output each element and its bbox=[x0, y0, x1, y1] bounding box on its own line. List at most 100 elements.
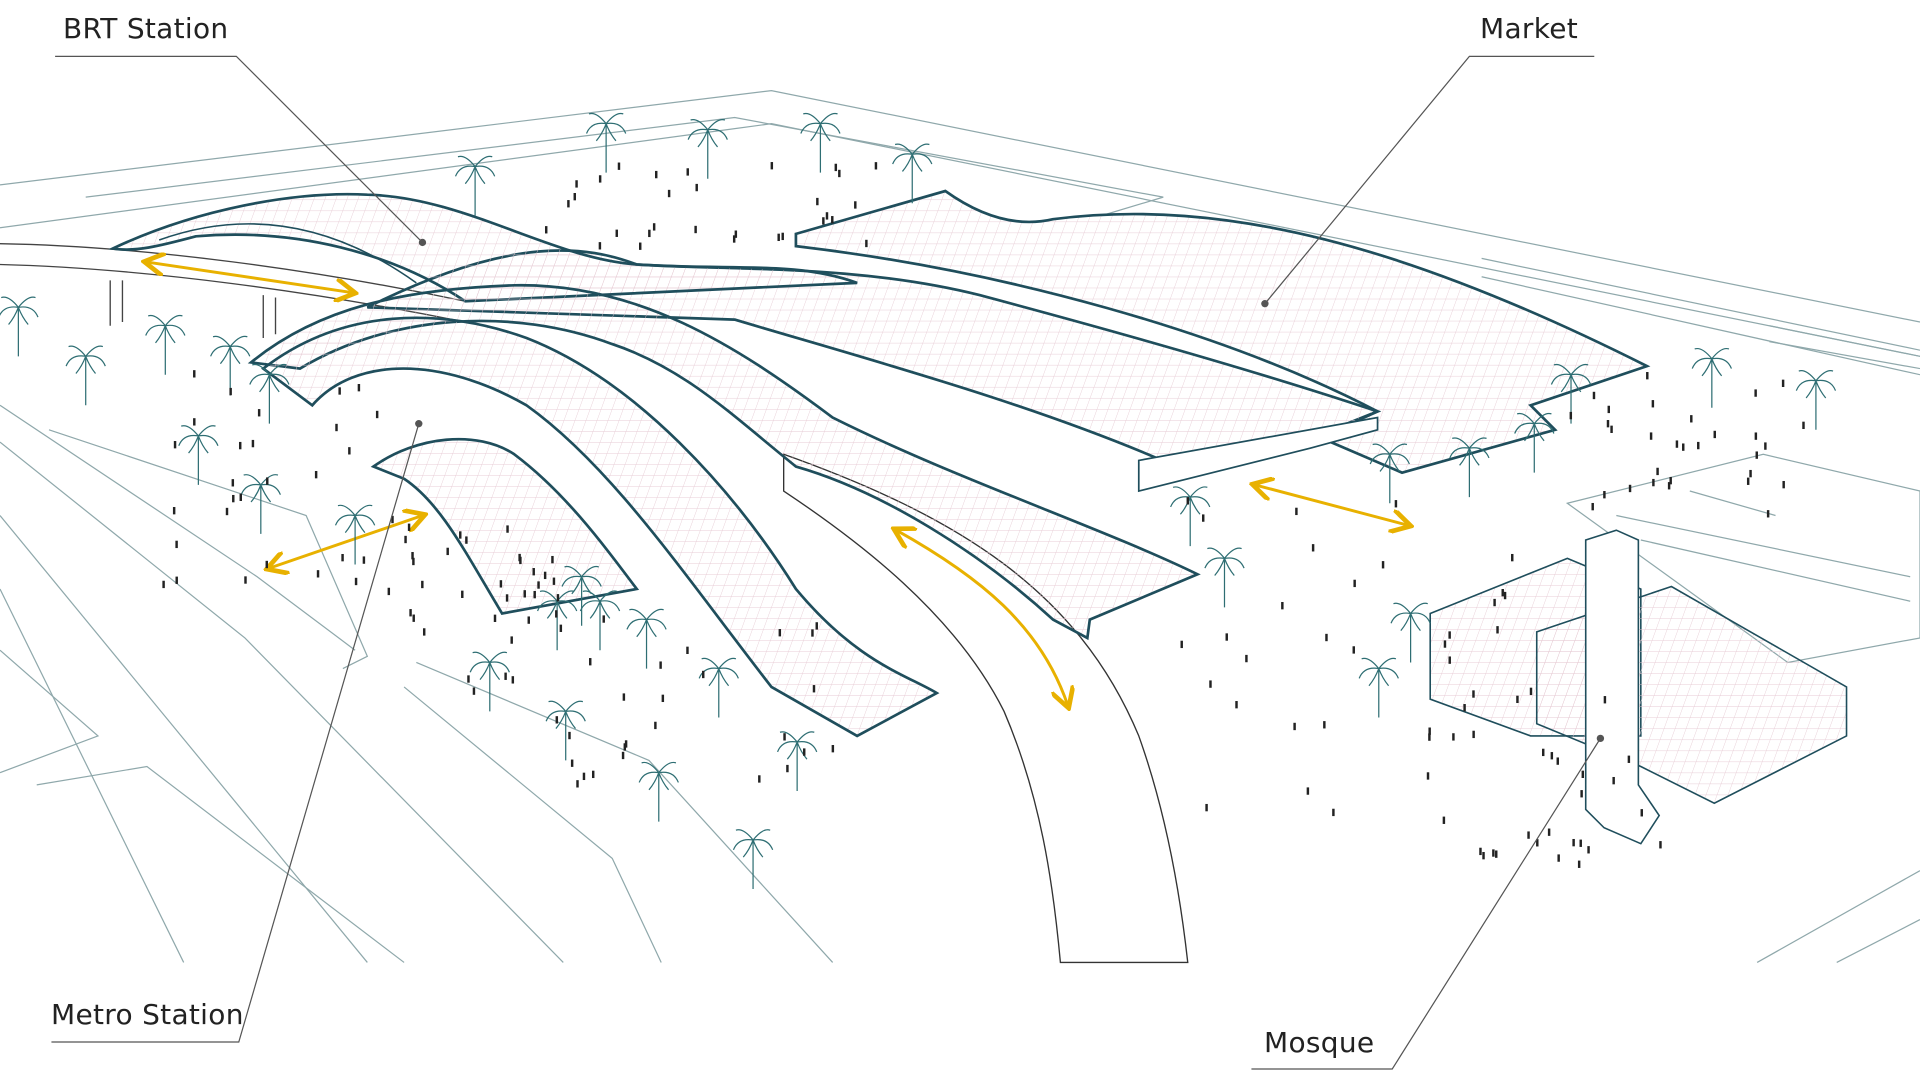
person-figure bbox=[362, 556, 366, 564]
person-figure bbox=[734, 230, 738, 238]
person-figure bbox=[777, 233, 780, 242]
person-figure bbox=[1479, 847, 1482, 856]
person-figure bbox=[338, 387, 341, 395]
person-figure bbox=[499, 580, 503, 588]
person-figure bbox=[661, 694, 665, 703]
person-figure bbox=[391, 515, 394, 524]
person-figure bbox=[1306, 787, 1310, 795]
person-figure bbox=[622, 693, 626, 701]
person-figure bbox=[1682, 443, 1685, 451]
person-figure bbox=[1443, 640, 1447, 648]
person-figure bbox=[506, 525, 509, 533]
person-figure bbox=[1755, 451, 1758, 459]
person-figure bbox=[1493, 598, 1496, 607]
person-figure bbox=[1186, 497, 1190, 505]
person-figure bbox=[555, 610, 558, 618]
central-roof bbox=[247, 283, 1201, 738]
palm-tree-icon bbox=[892, 143, 933, 204]
person-figure bbox=[552, 577, 556, 585]
palm-trees bbox=[0, 112, 1837, 889]
brt-station-roof bbox=[108, 192, 858, 303]
person-figure bbox=[1569, 411, 1573, 420]
person-figure bbox=[1603, 491, 1606, 499]
person-figure bbox=[1442, 816, 1446, 824]
person-figure bbox=[655, 170, 658, 179]
person-figure bbox=[1646, 372, 1649, 380]
person-figure bbox=[225, 507, 229, 516]
person-figure bbox=[1572, 838, 1575, 847]
person-figure bbox=[257, 409, 261, 417]
person-figure bbox=[404, 535, 407, 544]
person-figure bbox=[758, 775, 761, 783]
person-figure bbox=[467, 675, 470, 683]
leader-lines bbox=[51, 55, 1601, 1070]
person-figure bbox=[732, 235, 736, 243]
person-figure bbox=[1235, 701, 1238, 709]
person-figure bbox=[1295, 507, 1298, 516]
palm-tree-icon bbox=[1369, 443, 1410, 504]
person-figure bbox=[1581, 770, 1585, 779]
person-figure bbox=[1325, 633, 1328, 642]
person-figure bbox=[265, 560, 268, 569]
palm-tree-icon bbox=[579, 590, 621, 651]
person-figure bbox=[874, 162, 878, 170]
person-figure bbox=[568, 731, 571, 740]
person-figure bbox=[1448, 631, 1451, 639]
person-figure bbox=[1311, 544, 1315, 552]
person-figure bbox=[1323, 721, 1326, 729]
person-figure bbox=[559, 624, 563, 632]
person-figure bbox=[621, 751, 625, 760]
leader-market bbox=[1264, 55, 1595, 305]
palm-tree-icon bbox=[687, 119, 728, 179]
person-figure bbox=[465, 536, 468, 544]
person-figure bbox=[667, 189, 671, 198]
person-figure bbox=[570, 759, 574, 767]
person-figure bbox=[1754, 432, 1758, 440]
person-figure bbox=[316, 570, 320, 578]
person-figure bbox=[238, 441, 242, 450]
person-figure bbox=[1754, 389, 1757, 397]
person-figure bbox=[778, 629, 782, 637]
palm-tree-icon bbox=[1514, 412, 1555, 473]
person-figure bbox=[1713, 430, 1716, 439]
person-figure bbox=[865, 239, 868, 248]
palm-tree-icon bbox=[65, 345, 106, 406]
palm-tree-icon bbox=[1358, 657, 1399, 718]
person-figure bbox=[1652, 478, 1655, 487]
person-figure bbox=[1332, 808, 1335, 817]
person-figure bbox=[556, 594, 560, 602]
site-linework bbox=[0, 89, 1920, 963]
palm-tree-icon bbox=[561, 565, 602, 626]
person-figure bbox=[422, 628, 426, 636]
palm-tree-icon bbox=[638, 761, 679, 822]
flow-arrow bbox=[269, 516, 422, 569]
person-figure bbox=[1529, 687, 1533, 696]
person-figure bbox=[1606, 420, 1610, 428]
person-figure bbox=[1205, 803, 1208, 812]
person-figure bbox=[686, 168, 689, 176]
person-figure bbox=[624, 740, 628, 748]
person-figure bbox=[459, 531, 462, 539]
palm-tree-icon bbox=[1449, 437, 1490, 498]
person-figure bbox=[348, 447, 351, 455]
person-figure bbox=[786, 764, 789, 773]
person-figure bbox=[1607, 405, 1611, 414]
palm-tree-icon bbox=[1390, 602, 1431, 663]
person-figure bbox=[232, 494, 235, 503]
person-figure bbox=[582, 772, 586, 781]
person-figure bbox=[822, 217, 825, 225]
person-figure bbox=[694, 225, 697, 234]
person-figure bbox=[1452, 733, 1455, 741]
person-figure bbox=[175, 576, 178, 584]
person-figure bbox=[811, 629, 814, 637]
person-figure bbox=[1746, 477, 1750, 485]
person-figure bbox=[510, 636, 513, 644]
person-figure bbox=[1690, 415, 1693, 423]
flow-arrow bbox=[1255, 485, 1408, 525]
person-figure bbox=[251, 439, 255, 448]
person-figure bbox=[803, 748, 806, 756]
person-figure bbox=[1495, 850, 1498, 858]
label-metro-station: Metro Station bbox=[51, 998, 244, 1031]
person-figure bbox=[652, 223, 656, 231]
